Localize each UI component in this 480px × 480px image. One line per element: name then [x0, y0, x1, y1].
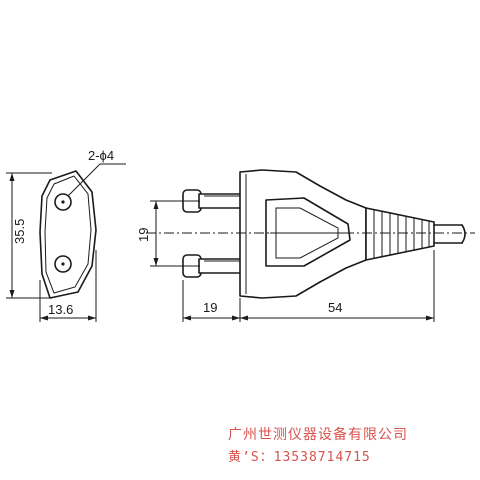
spacing-dim-arrow-bottom — [153, 258, 159, 266]
plug-body-recess — [265, 197, 351, 267]
cable — [433, 224, 466, 244]
pin-hole-top — [54, 193, 72, 211]
pin-length-dim-label: 19 — [203, 300, 217, 315]
spacing-dim-label: 19 — [136, 228, 151, 242]
body-length-arrow-left — [240, 315, 248, 321]
body-length-dim-label: 54 — [328, 300, 342, 315]
pin-length-arrow-right — [232, 315, 240, 321]
height-dim-label: 35.5 — [12, 219, 27, 244]
plug-face-outline — [39, 170, 97, 299]
hole-callout-label: 2-ϕ4 — [88, 148, 114, 163]
plug-face-inner-edge — [44, 175, 92, 294]
spacing-dim-arrow-top — [153, 201, 159, 209]
watermark-contact-phone: 黄’S：13538714715 — [228, 450, 371, 465]
plug-body-recess-inner — [275, 207, 339, 259]
height-dim-arrow-top — [9, 173, 15, 181]
strain-relief — [365, 207, 435, 261]
body-length-arrow-right — [426, 315, 434, 321]
hole-callout-leader — [67, 163, 101, 197]
pin-length-arrow-left — [183, 315, 191, 321]
height-dim-arrow-bottom — [9, 290, 15, 298]
pin-hole-top-center — [61, 200, 65, 204]
width-dim-arrow-left — [40, 315, 48, 321]
plug-face-view: 2-ϕ4 35.5 13.6 — [6, 148, 126, 322]
pin-hole-bottom-center — [61, 262, 65, 266]
watermark-company-name: 广州世测仪器设备有限公司 — [228, 427, 408, 443]
width-dim-arrow-right — [88, 315, 96, 321]
plug-side-view: 19 19 54 — [136, 169, 475, 322]
pin-hole-bottom — [54, 255, 72, 273]
width-dim-label: 13.6 — [48, 302, 73, 317]
plug-body-outline — [239, 169, 367, 299]
